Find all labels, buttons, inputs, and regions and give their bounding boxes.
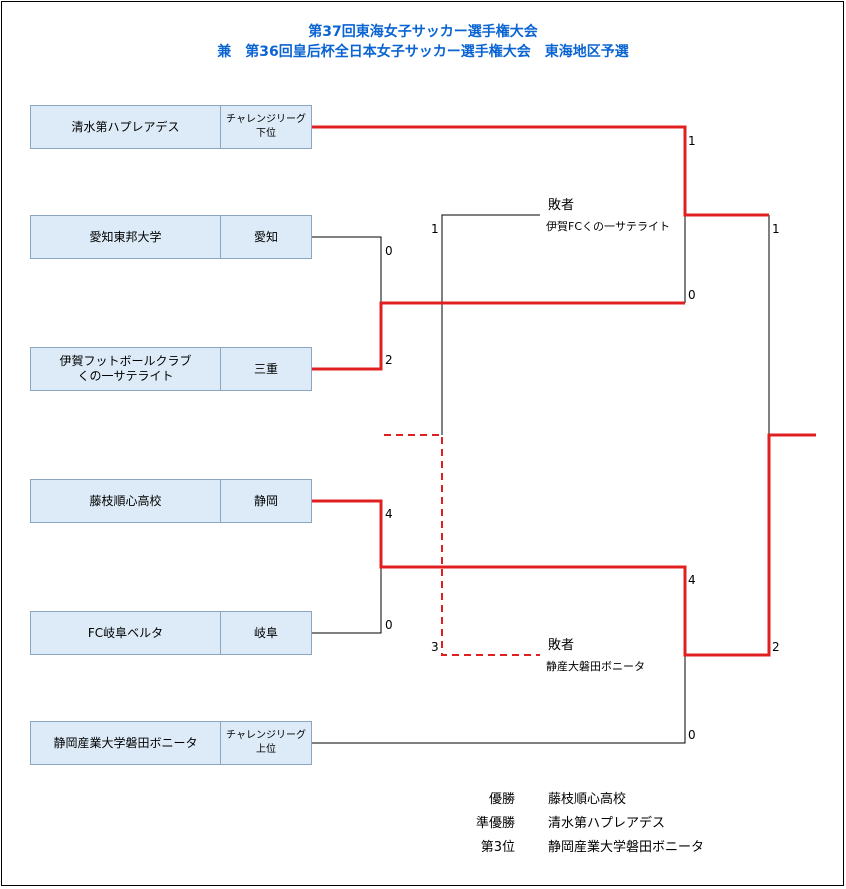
winner-line-fujieda <box>312 433 816 657</box>
score-final-top: 1 <box>772 222 780 236</box>
team-name: 静岡産業大学磐田ボニータ <box>31 722 221 764</box>
result-label-runner-up: 準優勝 <box>475 816 515 831</box>
tournament-subtitle: 兼 第36回皇后杯全日本女子サッカー選手権大会 東海地区予選 <box>217 44 629 60</box>
score-sf2-top: 4 <box>688 573 696 587</box>
result-team-runner-up: 清水第ハプレアデス <box>548 816 666 831</box>
team-qualifier: チャレンジリーグ 下位 <box>226 114 306 139</box>
team-name: 清水第ハプレアデス <box>31 106 221 148</box>
bracket-line-gifu <box>312 567 382 634</box>
tournament-title: 第37回東海女子サッカー選手権大会 <box>308 24 538 40</box>
team-cell-1: 清水第ハプレアデス チャレンジリーグ 下位 <box>30 105 312 149</box>
team-cell-3: 伊賀フットボールクラブ くの一サテライト 三重 <box>30 347 312 391</box>
score-r1b-top: 4 <box>385 507 393 521</box>
team-cell-2: 愛知東邦大学 愛知 <box>30 215 312 259</box>
team-qualifier: チャレンジリーグ 上位 <box>226 730 306 755</box>
result-label-champion: 優勝 <box>488 792 515 807</box>
team-qualifier: 岐阜 <box>253 625 278 640</box>
team-cell-4: 藤枝順心高校 静岡 <box>30 479 312 523</box>
result-team-champion: 藤枝順心高校 <box>548 792 627 807</box>
team-cell-6: 静岡産業大学磐田ボニータ チャレンジリーグ 上位 <box>30 721 312 765</box>
team-cell-5: FC岐阜ベルタ 岐阜 <box>30 611 312 655</box>
team-name: FC岐阜ベルタ <box>31 612 221 654</box>
bracket-line-aichi <box>312 236 382 303</box>
team-qualifier: 静岡 <box>253 493 278 508</box>
score-r1a-bottom: 2 <box>385 353 393 367</box>
score-third-top: 1 <box>431 222 439 236</box>
loser-bottom-label: 敗者 <box>548 638 575 653</box>
team-name: 愛知東邦大学 <box>31 216 221 258</box>
winner-line-iga <box>312 301 685 371</box>
score-sf2-bottom: 0 <box>688 728 696 742</box>
winner-line-third-place <box>384 434 540 656</box>
team-name: 伊賀フットボールクラブ くの一サテライト <box>31 348 221 390</box>
team-name: 藤枝順心高校 <box>31 480 221 522</box>
score-sf1-bottom: 0 <box>688 288 696 302</box>
score-sf1-top: 1 <box>688 134 696 148</box>
score-r1a-top: 0 <box>385 244 393 258</box>
loser-bottom-team: 静産大磐田ボニータ <box>546 660 645 673</box>
winner-line-shimizu <box>312 125 769 217</box>
score-third-bottom: 3 <box>431 640 439 654</box>
result-team-third: 静岡産業大学磐田ボニータ <box>548 840 705 855</box>
result-label-third: 第3位 <box>480 840 515 855</box>
score-final-bottom: 2 <box>772 640 780 654</box>
team-qualifier: 三重 <box>253 361 278 376</box>
bracket-line-sf2-bottom <box>312 655 686 744</box>
score-r1b-bottom: 0 <box>385 618 393 632</box>
loser-top-team: 伊賀FCくの一サテライト <box>546 220 671 233</box>
loser-top-label: 敗者 <box>548 198 575 213</box>
team-qualifier: 愛知 <box>253 229 278 244</box>
bracket-line-third-top <box>441 214 540 435</box>
